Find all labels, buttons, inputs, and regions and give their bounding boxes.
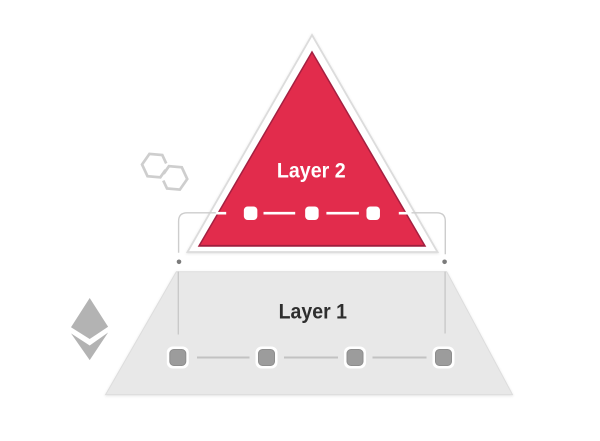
svg-text:Layer 1: Layer 1 bbox=[279, 301, 348, 324]
svg-text:Layer 2: Layer 2 bbox=[277, 160, 346, 183]
